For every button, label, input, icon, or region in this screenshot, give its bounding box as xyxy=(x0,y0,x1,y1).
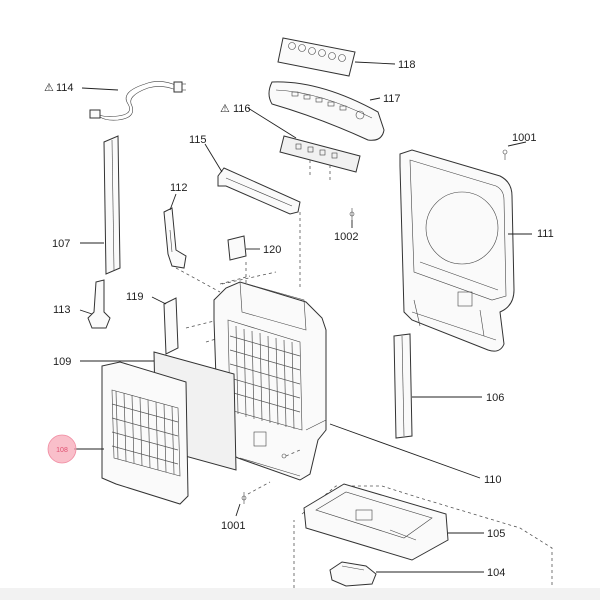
highlight-marker-108[interactable] xyxy=(47,434,77,464)
label-1001-top: 1001 xyxy=(512,132,536,144)
part-111-rear-cabinet xyxy=(399,149,532,352)
label-105: 105 xyxy=(487,528,505,540)
label-110: 110 xyxy=(484,474,502,486)
part-1001-screw-top xyxy=(502,141,527,160)
label-1001-bottom: 1001 xyxy=(221,520,245,532)
part-117-control-cover xyxy=(268,81,385,141)
label-106: 106 xyxy=(486,392,504,404)
part-120-label xyxy=(227,235,260,261)
part-115-handle xyxy=(204,143,301,215)
bottom-strip xyxy=(0,588,600,600)
part-108-front-grille xyxy=(74,361,189,505)
label-111: 111 xyxy=(537,228,554,240)
warning-icon: ⚠ xyxy=(44,82,54,94)
label-119: 119 xyxy=(126,291,144,303)
label-112: 112 xyxy=(170,182,188,194)
label-113: 113 xyxy=(53,304,71,316)
label-1002: 1002 xyxy=(334,231,358,243)
label-107: 107 xyxy=(52,238,70,250)
part-114-power-cord xyxy=(81,81,186,121)
assembly-guides xyxy=(175,212,301,343)
label-117: 117 xyxy=(383,93,401,105)
part-110-main-body xyxy=(213,281,481,481)
part-104-float xyxy=(329,561,484,587)
part-119-panel xyxy=(151,296,179,355)
label-109: 109 xyxy=(53,356,71,368)
part-1001-screw-bottom xyxy=(235,449,301,517)
label-118: 118 xyxy=(398,59,416,71)
label-108: 108 xyxy=(56,447,68,454)
label-115: 115 xyxy=(189,134,207,146)
part-106-side-strip xyxy=(393,333,482,439)
label-104: 104 xyxy=(487,567,505,579)
part-1002-screw xyxy=(349,208,355,228)
part-116-control-board xyxy=(247,107,361,180)
part-112-bracket xyxy=(163,193,187,269)
label-120: 120 xyxy=(263,244,281,256)
part-113-bracket xyxy=(79,279,111,329)
warning-icon: ⚠ xyxy=(220,103,230,115)
part-118-button-strip xyxy=(277,37,396,77)
label-116: 116 xyxy=(233,103,251,115)
part-105-water-tank xyxy=(293,483,553,588)
label-114: 114 xyxy=(56,82,74,94)
part-107-side-strip xyxy=(80,135,121,275)
